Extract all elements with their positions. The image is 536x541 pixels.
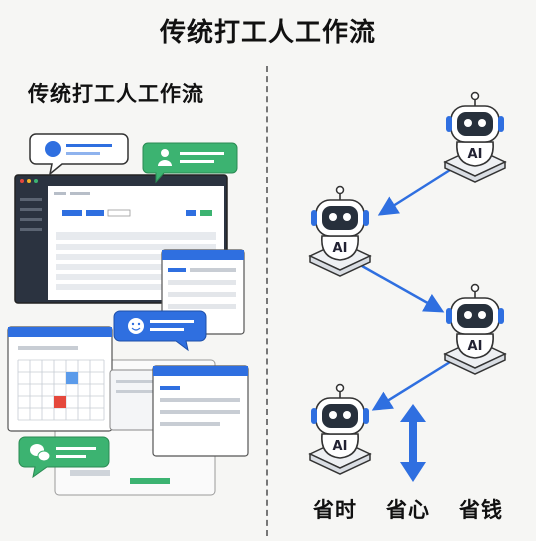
benefit-save-money: 省钱 [459, 498, 503, 522]
flow-arrow-3 [371, 360, 451, 411]
robot-label: AI [333, 439, 348, 454]
calendar-window [7, 326, 113, 432]
ai-robot-icon: AI [444, 91, 506, 183]
main-title: 传统打工人工作流 [159, 18, 376, 48]
document-window [152, 365, 249, 457]
vertical-double-arrow-icon [400, 404, 426, 482]
ai-robot-icon: AI [309, 383, 371, 475]
wechat-icon [18, 436, 110, 479]
left-panel-title: 传统打工人工作流 [28, 82, 204, 106]
ai-robot-icon: AI [309, 185, 371, 277]
user-chat-bubble-icon [142, 142, 238, 184]
robot-label: AI [333, 241, 348, 256]
benefit-save-effort: 省心 [386, 498, 430, 522]
smile-chat-bubble-icon [113, 310, 207, 352]
benefit-save-time: 省时 [313, 498, 357, 522]
avatar-chat-bubble-icon [29, 133, 129, 176]
robot-label: AI [468, 339, 483, 354]
flow-arrow-2 [361, 264, 445, 313]
dashed-divider [266, 66, 268, 536]
flow-arrow-1 [377, 168, 451, 216]
ai-robot-icon: AI [444, 283, 506, 375]
robot-label: AI [468, 147, 483, 162]
